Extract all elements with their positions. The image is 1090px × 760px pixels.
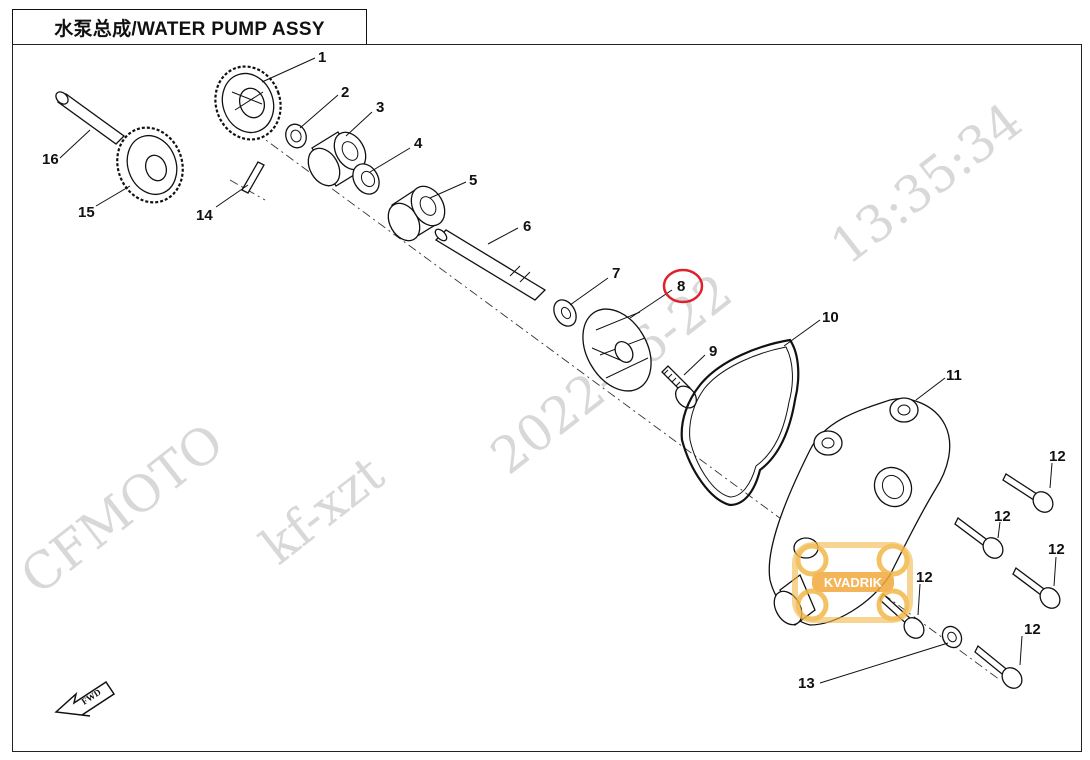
callout-12-b[interactable]: 12 bbox=[994, 508, 1011, 525]
callout-15[interactable]: 15 bbox=[78, 204, 95, 221]
page-title: 水泵总成/WATER PUMP ASSY bbox=[54, 18, 325, 40]
fwd-arrow-icon: FWD bbox=[54, 680, 116, 717]
part-7-washer bbox=[553, 299, 577, 327]
kvadrik-logo: KVADRIK bbox=[792, 542, 913, 623]
part-2-washer bbox=[285, 123, 307, 149]
callout-12-c[interactable]: 12 bbox=[1048, 541, 1065, 558]
part-12-bolt-e bbox=[974, 644, 1023, 689]
callout-16[interactable]: 16 bbox=[42, 151, 59, 168]
part-10-gasket bbox=[680, 338, 800, 507]
part-13-washer bbox=[941, 625, 963, 649]
callout-10[interactable]: 10 bbox=[822, 309, 839, 326]
leader-lines bbox=[59, 57, 1057, 684]
callout-12-d[interactable]: 12 bbox=[916, 569, 933, 586]
part-8-impeller bbox=[582, 308, 652, 392]
highlight-circle bbox=[662, 268, 704, 304]
callout-12-a[interactable]: 12 bbox=[1049, 448, 1066, 465]
callout-1[interactable]: 1 bbox=[318, 49, 326, 66]
callout-11[interactable]: 11 bbox=[946, 367, 962, 384]
callout-8[interactable]: 8 bbox=[677, 278, 685, 295]
part-1-gear bbox=[214, 65, 282, 141]
part-12-bolt-b bbox=[954, 517, 1004, 559]
callout-7[interactable]: 7 bbox=[612, 265, 620, 282]
logo-text: KVADRIK bbox=[824, 575, 883, 590]
callout-12-e[interactable]: 12 bbox=[1024, 621, 1041, 638]
part-5-mechanical-seal bbox=[387, 185, 446, 242]
part-4-seal bbox=[352, 163, 380, 195]
part-9-bolt bbox=[661, 365, 697, 409]
callout-4[interactable]: 4 bbox=[414, 135, 423, 152]
part-12-bolt-a bbox=[1002, 473, 1054, 513]
part-6-shaft bbox=[434, 228, 547, 301]
part-12-bolt-c bbox=[1012, 567, 1061, 609]
callout-2[interactable]: 2 bbox=[341, 84, 349, 101]
callout-6[interactable]: 6 bbox=[523, 218, 531, 235]
callout-14[interactable]: 14 bbox=[196, 207, 213, 224]
callout-3[interactable]: 3 bbox=[376, 99, 384, 116]
callout-5[interactable]: 5 bbox=[469, 172, 477, 189]
part-14-pin bbox=[241, 161, 265, 194]
part-3-bearing bbox=[307, 131, 367, 187]
callout-9[interactable]: 9 bbox=[709, 343, 717, 360]
callout-13[interactable]: 13 bbox=[798, 675, 815, 692]
title-box: 水泵总成/WATER PUMP ASSY bbox=[12, 9, 367, 45]
part-15-gear bbox=[116, 126, 184, 204]
part-16-shaft-pin bbox=[55, 91, 125, 145]
